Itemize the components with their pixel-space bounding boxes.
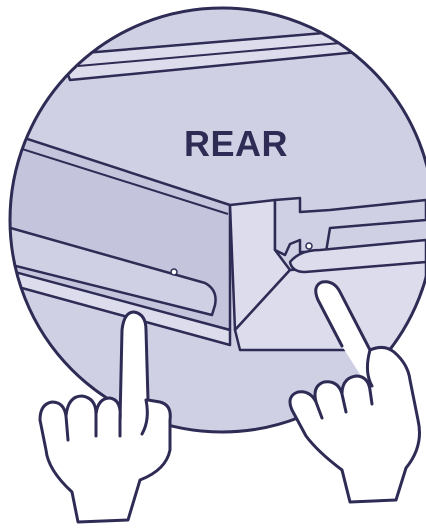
left-screw (171, 269, 177, 275)
right-screw (306, 243, 312, 249)
